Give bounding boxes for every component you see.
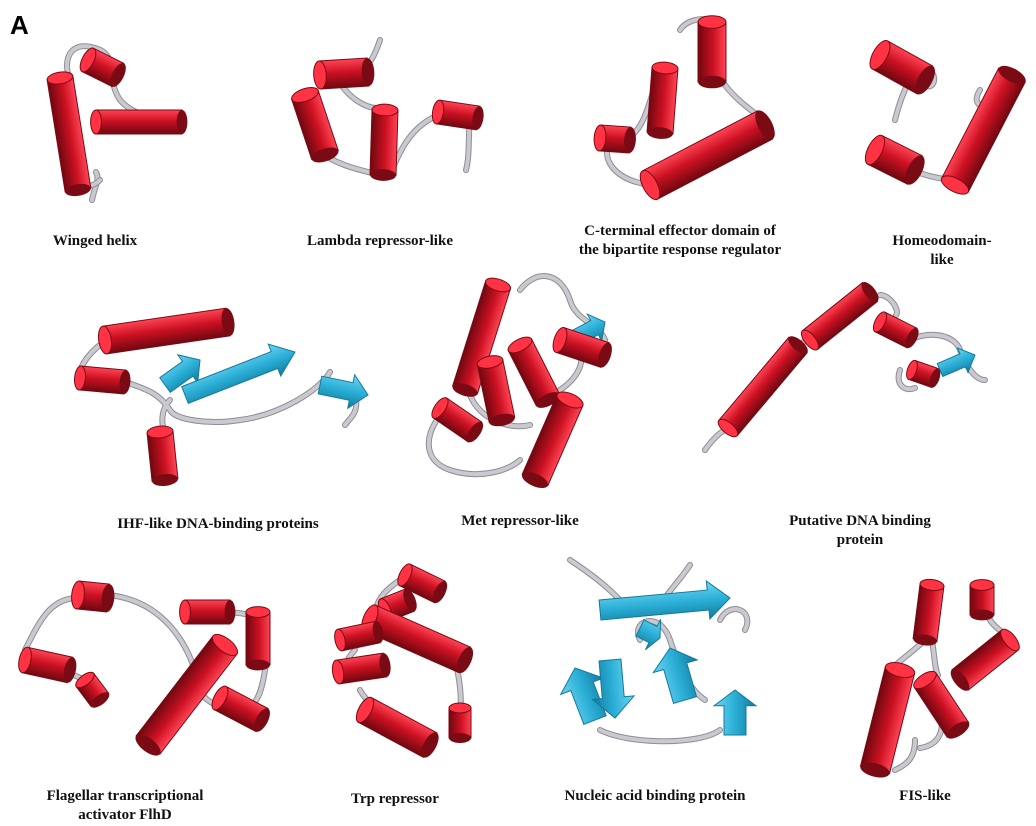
lambda-helix-4 — [431, 99, 485, 130]
caption-flhd: Flagellar transcriptional activator FlhD — [47, 787, 204, 825]
lambda-helix-2 — [290, 85, 341, 166]
met-helix-6 — [520, 389, 586, 492]
nab-strand-1 — [598, 579, 731, 629]
ihf-helix-3 — [146, 425, 178, 487]
met-helix-2 — [476, 354, 516, 429]
putative-helix-2 — [798, 279, 881, 352]
ihf-helix-2 — [74, 366, 132, 395]
homeo-helix-3 — [939, 62, 1029, 198]
caption-ihf: IHF-like DNA-binding proteins — [117, 515, 318, 534]
met-helix-5 — [429, 395, 486, 445]
flhd-helix-7 — [209, 684, 273, 734]
met-coil-shadow — [429, 276, 605, 474]
trp-helix-6 — [353, 695, 442, 761]
caption-trp-repressor: Trp repressor — [351, 790, 439, 809]
winged-helix-3 — [91, 110, 188, 134]
caption-homeodomain: Homeodomain-like — [892, 232, 991, 270]
winged-helix-1 — [46, 70, 92, 198]
cterm-helix-3 — [593, 125, 636, 154]
lambda-helix-3 — [370, 104, 398, 181]
homeo-helix-2 — [861, 132, 928, 187]
cterm-helix-2 — [647, 61, 679, 140]
fis-helix-1 — [912, 578, 944, 647]
caption-lambda-repressor: Lambda repressor-like — [307, 232, 453, 251]
caption-winged-helix: Winged helix — [53, 232, 137, 251]
trp-helix-7 — [449, 703, 471, 743]
caption-c-terminal-effector: C-terminal effector domain of the bipart… — [579, 222, 781, 260]
ihf-helix-1 — [97, 307, 237, 355]
caption-nucleic-acid: Nucleic acid binding protein — [565, 787, 746, 806]
trp-helix-4 — [333, 620, 385, 652]
lambda-helix-1 — [313, 58, 375, 90]
putative-helix-1 — [715, 333, 810, 440]
flhd-helix-2 — [16, 646, 78, 684]
caption-met-repressor: Met repressor-like — [461, 512, 579, 531]
flhd-helix-1 — [70, 580, 115, 612]
fis-helix-3 — [947, 626, 1022, 694]
caption-fis: FIS-like — [899, 787, 951, 806]
cterm-helix-1 — [698, 16, 726, 89]
fis-helix-2 — [970, 580, 994, 621]
caption-putative-dna: Putative DNA binding protein — [772, 512, 948, 550]
flhd-helix-5 — [246, 607, 270, 671]
trp-helix-5 — [331, 652, 392, 684]
flhd-helix-4 — [180, 600, 236, 624]
